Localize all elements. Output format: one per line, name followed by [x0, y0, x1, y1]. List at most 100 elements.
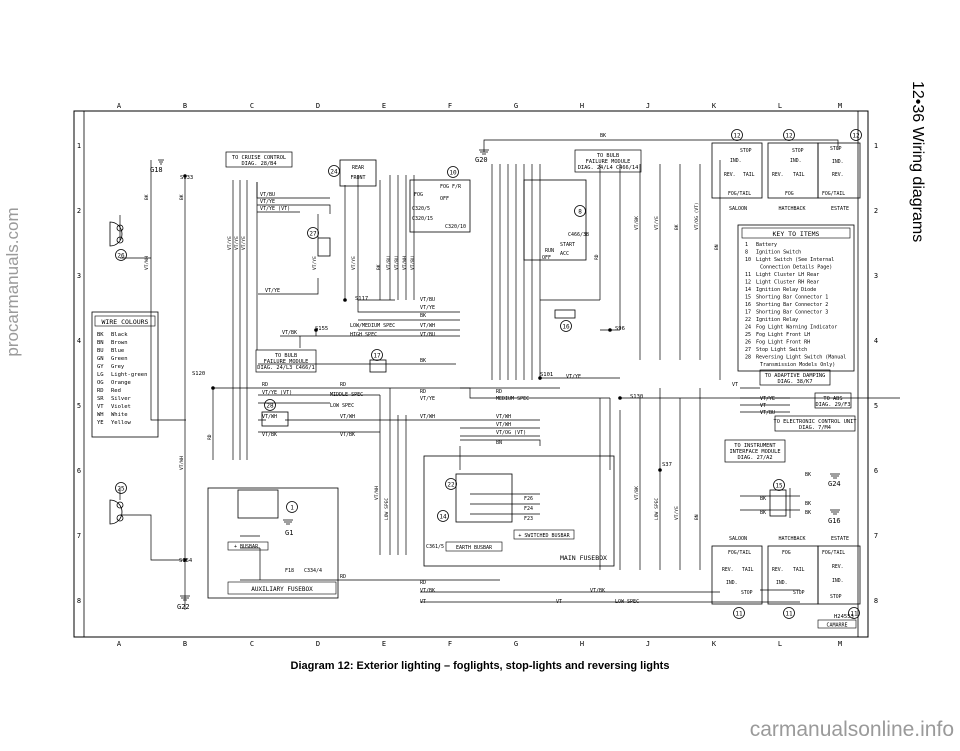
wire-label: VT/YE — [760, 396, 775, 402]
wire-label: VT/BK — [590, 588, 605, 594]
item-22-marker: 22 — [445, 478, 457, 490]
splice-s96: S96 — [615, 326, 625, 332]
svg-text:STOP: STOP — [830, 146, 842, 152]
wire-label: BK — [376, 264, 382, 270]
svg-text:REV.: REV. — [722, 567, 734, 573]
grid-col-label: B — [183, 640, 187, 648]
wire-label: VT/YE — [566, 374, 581, 380]
wire-label: LOW SPEC — [654, 498, 660, 520]
diagram-caption: Diagram 12: Exterior lighting – foglight… — [290, 660, 670, 672]
item-10-marker: 10 — [447, 166, 459, 178]
item-27-marker: 27 — [307, 227, 319, 239]
wire-label: RD — [496, 389, 502, 395]
svg-text:START: START — [560, 242, 575, 248]
wire-label: VT/YE — [674, 506, 680, 520]
wire-label: LOW SPEC — [615, 599, 639, 605]
svg-text:CAMARRE: CAMARRE — [826, 623, 847, 629]
svg-text:TO CRUISE CONTROL: TO CRUISE CONTROL — [232, 155, 286, 161]
svg-text:IND.: IND. — [726, 580, 738, 586]
wire-label: RD — [207, 434, 213, 440]
grid-row-label: 8 — [874, 597, 878, 605]
wire-label: VT/WH — [262, 414, 277, 420]
wire-label: VT/WH — [340, 414, 355, 420]
wire-name: Red — [111, 388, 121, 394]
svg-text:FOG: FOG — [785, 191, 794, 197]
variant-saloon-label: SALOON — [729, 206, 747, 212]
svg-text:DIAG. 38/K7: DIAG. 38/K7 — [777, 379, 812, 385]
svg-text:Shorting Bar Connector 3: Shorting Bar Connector 3 — [756, 310, 828, 316]
svg-text:TAIL: TAIL — [743, 172, 755, 178]
grid-col-label: G — [514, 640, 518, 648]
svg-text:REAR: REAR — [352, 165, 365, 171]
svg-text:TO INSTRUMENT: TO INSTRUMENT — [734, 443, 776, 449]
svg-text:Shorting Bar Connector 1: Shorting Bar Connector 1 — [756, 295, 828, 301]
svg-text:STOP: STOP — [793, 590, 805, 596]
grid-col-label: E — [382, 102, 386, 110]
wire-label: RD — [340, 382, 346, 388]
wire-name: Grey — [111, 364, 125, 370]
grid-col-label: M — [838, 640, 842, 648]
wire-name: Black — [111, 332, 128, 338]
svg-text:IND.: IND. — [832, 159, 844, 165]
battery-symbol — [237, 489, 279, 519]
svg-text:IND.: IND. — [832, 578, 844, 584]
splice-dots — [183, 174, 662, 562]
main-fusebox: F26 F24 F23 C361/5 EARTH BUSBAR + SWITCH… — [423, 455, 615, 567]
splice-s154: S154 — [179, 558, 193, 564]
wire-name: Silver — [111, 396, 132, 402]
svg-text:G16: G16 — [828, 517, 841, 525]
wire-label: VT/OG (VT) — [694, 202, 700, 230]
svg-text:Stop Light Switch: Stop Light Switch — [756, 347, 807, 353]
wire-code: BN — [97, 340, 104, 346]
item-11-marker: 11 — [783, 607, 795, 619]
svg-text:17: 17 — [373, 353, 381, 360]
diagram-frame — [73, 110, 869, 638]
svg-text:15: 15 — [745, 295, 751, 301]
wire-name: Brown — [111, 340, 128, 346]
ref-adaptive-damping: TO ADAPTIVE DAMPING DIAG. 38/K7 — [759, 369, 831, 386]
svg-text:1: 1 — [745, 242, 748, 248]
item-16-marker: 16 — [560, 320, 572, 332]
wire-label: VT/YE (VT) — [262, 390, 292, 396]
grid-col-label: A — [117, 640, 122, 648]
wire-code: BU — [97, 348, 104, 354]
svg-text:F23: F23 — [524, 516, 533, 522]
wire-code: GN — [97, 356, 104, 362]
svg-text:11: 11 — [745, 272, 751, 278]
item-24-marker: 24 — [328, 165, 340, 177]
splice-s37: S37 — [662, 462, 672, 468]
shorting-bar-connector-3 — [369, 359, 387, 373]
wire-label: VT/WH — [420, 323, 435, 329]
svg-text:Fog Light Front RH: Fog Light Front RH — [756, 340, 810, 346]
splice-s117: S117 — [355, 296, 368, 302]
svg-text:TO ABS: TO ABS — [823, 396, 842, 402]
svg-text:C320/5: C320/5 — [412, 206, 430, 212]
grid-row-label: 5 — [874, 402, 878, 410]
wire-label: RD — [420, 580, 426, 586]
svg-text:12: 12 — [852, 133, 860, 140]
light-switch: FOG F/R FOG OFF C320/5 C320/15 C320/10 — [409, 179, 471, 233]
fog-light-front-lh-symbol — [109, 499, 124, 525]
svg-text:12: 12 — [733, 133, 741, 140]
ground-g20: G20 — [475, 149, 489, 164]
grid-col-label: K — [712, 640, 717, 648]
svg-text:C320/15: C320/15 — [412, 216, 433, 222]
wire-name: Yellow — [111, 420, 132, 426]
svg-text:15: 15 — [775, 483, 783, 490]
ref-bulb-failure-left: TO BULB FAILURE MODULE DIAG. 24/L3 C466/… — [255, 349, 317, 373]
svg-text:14: 14 — [439, 514, 447, 521]
item-17-marker: 17 — [371, 349, 383, 361]
svg-text:16: 16 — [745, 302, 751, 308]
svg-text:25: 25 — [745, 332, 751, 338]
variant-hatchback-label: HATCHBACK — [778, 536, 805, 542]
svg-text:F26: F26 — [524, 496, 533, 502]
svg-text:Light Cluster LH Rear: Light Cluster LH Rear — [756, 272, 819, 278]
wire-label: VT/YE — [654, 216, 660, 230]
wire-code: YE — [97, 420, 104, 426]
svg-text:TAIL: TAIL — [742, 567, 754, 573]
svg-text:DIAG. 7/M4: DIAG. 7/M4 — [799, 425, 831, 431]
svg-text:STOP: STOP — [792, 148, 804, 154]
svg-text:F18: F18 — [285, 568, 294, 574]
shorting-bar-connector-1 — [769, 489, 787, 517]
